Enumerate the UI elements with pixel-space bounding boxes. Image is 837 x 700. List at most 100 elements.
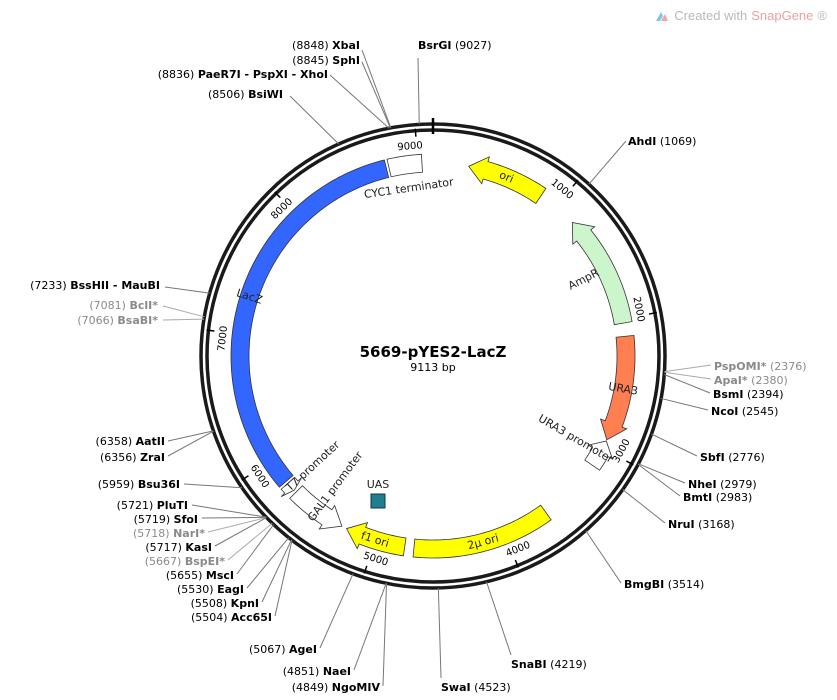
site-leader-line <box>246 537 290 589</box>
site-name: NaeI <box>323 665 351 678</box>
site-pluti[interactable]: (5721) PluTI <box>117 499 267 518</box>
site-name: NgoMIV <box>332 681 381 694</box>
site-name: NarI* <box>173 527 205 540</box>
site-sfoi[interactable]: (5719) SfoI <box>134 513 267 526</box>
site-label: (8836) PaeR7I - PspXI - XhoI <box>158 68 328 81</box>
uas-label: UAS <box>367 478 390 491</box>
site-label: (5717) KasI <box>145 541 212 554</box>
site-kpni[interactable]: (5508) KpnI <box>191 539 292 610</box>
site-kasi[interactable]: (5717) KasI <box>145 517 267 554</box>
site-position: (2376) <box>770 360 807 373</box>
site-bsiwi[interactable]: (8506) BsiWI <box>208 88 340 145</box>
site-position: (5717) <box>145 541 182 554</box>
site-leader-line <box>162 305 205 318</box>
site-naei[interactable]: (4851) NaeI <box>283 583 387 678</box>
site-name: BclI* <box>129 299 158 312</box>
site-label: (5530) EagI <box>177 583 244 596</box>
site-bmgbi[interactable]: BmgBI (3514) <box>585 530 705 591</box>
site-bsrgi[interactable]: BsrGI (9027) <box>417 39 492 125</box>
site-position: (4219) <box>550 658 587 671</box>
site-msci[interactable]: (5655) MscI <box>166 524 275 582</box>
tick-mark <box>363 565 368 574</box>
site-leader-line <box>261 539 292 603</box>
site-leader-line <box>361 49 392 129</box>
site-leader-line <box>637 463 681 497</box>
feature-ori[interactable]: ori <box>468 156 547 204</box>
site-label: PspOMI* (2376) <box>714 360 807 373</box>
feature-shape <box>599 334 636 441</box>
site-zrai[interactable]: (6356) ZraI <box>100 430 214 464</box>
feature-ura3[interactable]: URA3 <box>599 334 639 441</box>
site-label: (5504) Acc65I <box>191 611 272 624</box>
site-leader-line <box>319 573 354 649</box>
feature-lacz[interactable]: LacZ <box>230 159 390 488</box>
site-bsmi[interactable]: BsmI (2394) <box>664 374 784 401</box>
site-leader-line <box>622 489 666 524</box>
tick-label: 2000 <box>630 296 646 323</box>
site-position: (2979) <box>720 478 757 491</box>
site-label: (5959) Bsu36I <box>98 478 180 491</box>
site-leader-line <box>207 517 267 533</box>
snapgene-watermark: Created with SnapGene® <box>654 8 827 23</box>
tick-label: 3000 <box>611 437 633 465</box>
tick-mark <box>648 311 657 315</box>
site-acc65i[interactable]: (5504) Acc65I <box>191 540 293 624</box>
site-bsshii-maubi[interactable]: (7233) BssHII - MauBI <box>30 279 210 294</box>
site-bsabi[interactable]: (7066) BsaBI* <box>77 314 204 327</box>
restriction-sites: BsrGI (9027) (8848) XbaI (8845) SphI(8836)… <box>30 39 806 694</box>
site-position: (5959) <box>98 478 135 491</box>
tick-mark <box>572 179 579 187</box>
site-position: (2776) <box>728 451 765 464</box>
feature-shape <box>230 159 390 488</box>
site-xbai[interactable]: (8848) XbaI <box>292 39 392 129</box>
site-nari[interactable]: (5718) NarI* <box>133 517 267 540</box>
site-snabi[interactable]: SnaBI (4219) <box>486 581 587 671</box>
site-leader-line <box>437 587 442 679</box>
uas-feature: UAS <box>367 478 390 509</box>
site-name: Acc65I <box>231 611 272 624</box>
site-aatii[interactable]: (6358) AatII <box>96 430 214 448</box>
site-position: (8848) <box>292 39 329 52</box>
site-position: (5530) <box>177 583 214 596</box>
site-bmti[interactable]: BmtI (2983) <box>637 463 752 504</box>
site-position: (6358) <box>96 435 133 448</box>
site-label: BmtI (2983) <box>683 491 752 504</box>
site-bspei[interactable]: (5667) BspEI* <box>145 522 273 568</box>
site-eagi[interactable]: (5530) EagI <box>177 537 290 596</box>
feature-shape <box>345 521 407 557</box>
site-sbfi[interactable]: SbfI (2776) <box>651 433 765 464</box>
feature-2mu-ori[interactable]: 2μ ori <box>412 504 552 559</box>
site-label: (8848) XbaI <box>292 39 360 52</box>
site-label: (5067) AgeI <box>249 643 317 656</box>
site-position: (5719) <box>134 513 171 526</box>
feature-label-ampr: AmpR <box>566 266 602 293</box>
site-paer7i-pspxi-xhoi[interactable]: (8836) PaeR7I - PspXI - XhoI <box>158 68 390 129</box>
site-agei[interactable]: (5067) AgeI <box>249 573 354 656</box>
site-nrui[interactable]: NruI (3168) <box>622 489 735 531</box>
site-swai[interactable]: SwaI (4523) <box>437 587 511 694</box>
site-ncoi[interactable]: NcoI (2545) <box>660 397 778 418</box>
watermark-mark: ® <box>817 8 827 23</box>
feature-f1-ori[interactable]: f1 ori <box>345 521 407 557</box>
site-name: SnaBI <box>511 658 547 671</box>
site-name: NheI <box>688 478 717 491</box>
site-apai[interactable]: ApaI* (2380) <box>664 371 788 387</box>
feature-ampr[interactable]: AmpR <box>566 221 633 326</box>
site-label: (5655) MscI <box>166 569 234 582</box>
site-name: PspOMI* <box>714 360 767 373</box>
site-position: (7081) <box>89 299 126 312</box>
site-nhei[interactable]: NheI (2979) <box>638 463 757 491</box>
site-leader-line <box>214 517 267 547</box>
site-label: (8845) SphI <box>292 54 360 67</box>
site-pspomi[interactable]: PspOMI* (2376) <box>664 360 807 373</box>
tick-label: 1000 <box>548 177 575 202</box>
site-name: EagI <box>217 583 244 596</box>
site-ngomiv[interactable]: (4849) NgoMIV <box>292 583 388 694</box>
site-sphi[interactable]: (8845) SphI <box>292 54 391 129</box>
site-leader-line <box>353 583 387 671</box>
site-bcli[interactable]: (7081) BclI* <box>89 299 205 318</box>
plasmid-length: 9113 bp <box>410 361 455 374</box>
site-bsu36i[interactable]: (5959) Bsu36I <box>98 478 243 491</box>
site-ahdi[interactable]: AhdI (1069) <box>588 135 696 185</box>
